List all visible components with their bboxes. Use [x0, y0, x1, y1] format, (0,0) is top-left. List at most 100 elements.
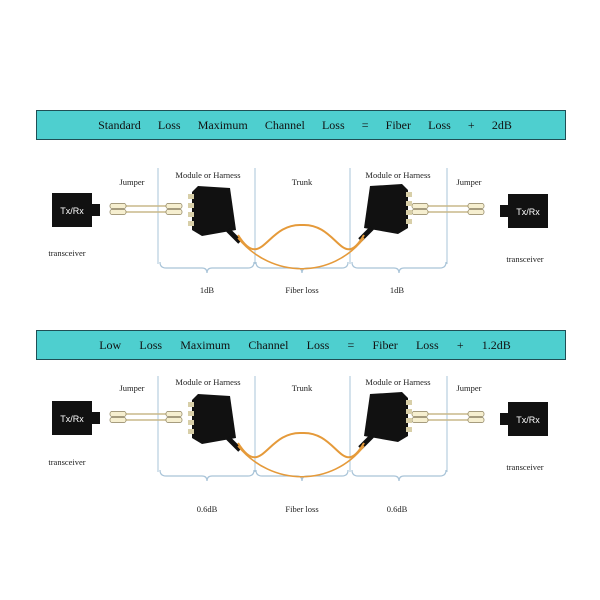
module-port	[188, 429, 194, 434]
jumper-cable	[411, 203, 485, 215]
module-port	[406, 409, 412, 414]
module-left-label: Module or Harness	[175, 377, 241, 387]
banner-word: Fiber	[372, 337, 398, 352]
fiber-loss-label: Fiber loss	[285, 285, 319, 295]
banner-word: Loss	[157, 117, 181, 132]
jumper-connector	[165, 417, 183, 423]
banner-word: Loss	[321, 117, 345, 132]
module-port	[406, 400, 412, 405]
jumper-connector	[411, 203, 429, 209]
banner-word: =	[361, 117, 369, 132]
trunk-label: Trunk	[291, 177, 313, 187]
jumper-cable	[109, 203, 183, 215]
jumper-connector	[109, 417, 127, 423]
module-port	[188, 411, 194, 416]
jumper-connector	[411, 417, 429, 423]
trunk-fiber	[237, 223, 365, 270]
banner-word: =	[347, 337, 355, 352]
trunk-run	[237, 445, 365, 478]
segment-bracket	[351, 261, 447, 274]
module-port	[188, 203, 194, 208]
module-right-label: Module or Harness	[365, 377, 431, 387]
module-right	[358, 392, 412, 450]
jumper-connector	[467, 209, 485, 215]
jumper-left-label: Jumper	[119, 383, 145, 393]
jumper-connector	[165, 209, 183, 215]
trunk-run	[237, 237, 365, 270]
transceiver-left: Tx/Rx	[52, 193, 100, 227]
transceiver-port	[500, 205, 508, 217]
banner-word: +	[467, 117, 475, 132]
transceiver-body	[508, 194, 548, 228]
module-port	[188, 402, 194, 407]
txrx-label: Tx/Rx	[60, 206, 84, 216]
transceiver-port	[500, 413, 508, 425]
jumper-connector	[109, 411, 127, 417]
transceiver-port	[92, 412, 100, 424]
banner-word: Standard	[98, 117, 141, 132]
loss-brackets	[157, 168, 448, 274]
module-port	[188, 194, 194, 199]
module-port	[406, 418, 412, 423]
jumper-cable	[109, 411, 183, 423]
module-body	[192, 186, 236, 236]
loss-left-label: 0.6dB	[196, 504, 218, 514]
jumper-connector	[165, 411, 183, 417]
banner-word: +	[456, 337, 464, 352]
banner-word: Loss	[139, 337, 163, 352]
fiber-loss-label: Fiber loss	[285, 504, 319, 514]
banner-word: 2dB	[491, 117, 512, 132]
jumper-connector	[467, 411, 485, 417]
banner-word: Channel	[264, 117, 305, 132]
jumper-connector	[467, 203, 485, 209]
trunk-loop	[237, 223, 365, 251]
loss-brackets	[157, 376, 448, 482]
banner-word: Maximum	[197, 117, 248, 132]
jumper-left-label: Jumper	[119, 177, 145, 187]
jumper-connector	[109, 203, 127, 209]
jumper-right-label: Jumper	[456, 177, 482, 187]
transceiver-right-label: transceiver	[506, 254, 544, 264]
jumper-connector	[411, 209, 429, 215]
trunk-loop	[237, 431, 365, 459]
module-left	[188, 394, 242, 452]
segment-bracket	[255, 469, 349, 482]
jumper-connector	[411, 411, 429, 417]
transceiver-body	[52, 193, 92, 227]
module-port	[406, 427, 412, 432]
module-port	[188, 221, 194, 226]
banner-word: Low	[99, 337, 122, 352]
loss-right-label: 0.6dB	[386, 504, 408, 514]
module-port	[188, 212, 194, 217]
banner-word: Maximum	[180, 337, 231, 352]
transceiver-right: Tx/Rx	[500, 402, 548, 436]
banner-word: Channel	[248, 337, 289, 352]
jumper-right-label: Jumper	[456, 383, 482, 393]
txrx-label: Tx/Rx	[516, 415, 540, 425]
jumper-connector	[467, 417, 485, 423]
txrx-label: Tx/Rx	[516, 207, 540, 217]
module-port	[406, 210, 412, 215]
module-port	[406, 192, 412, 197]
transceiver-left-label: transceiver	[48, 457, 86, 467]
transceiver-right: Tx/Rx	[500, 194, 548, 228]
txrx-label: Tx/Rx	[60, 414, 84, 424]
transceiver-port	[92, 204, 100, 216]
trunk-fiber	[237, 431, 365, 478]
module-boot	[226, 228, 242, 244]
banner-word: Loss	[306, 337, 330, 352]
segment-bracket	[351, 469, 447, 482]
segment-bracket	[255, 261, 349, 274]
module-left	[188, 186, 242, 244]
transceiver-right-label: transceiver	[506, 462, 544, 472]
trunk-label: Trunk	[291, 383, 313, 393]
banner-word: 1.2dB	[481, 337, 511, 352]
loss-left-label: 1dB	[199, 285, 215, 295]
module-body	[364, 392, 408, 442]
module-right	[358, 184, 412, 242]
segment-bracket	[159, 261, 255, 274]
banner-word: Loss	[415, 337, 439, 352]
module-port	[406, 201, 412, 206]
transceiver-left-label: transceiver	[48, 248, 86, 258]
